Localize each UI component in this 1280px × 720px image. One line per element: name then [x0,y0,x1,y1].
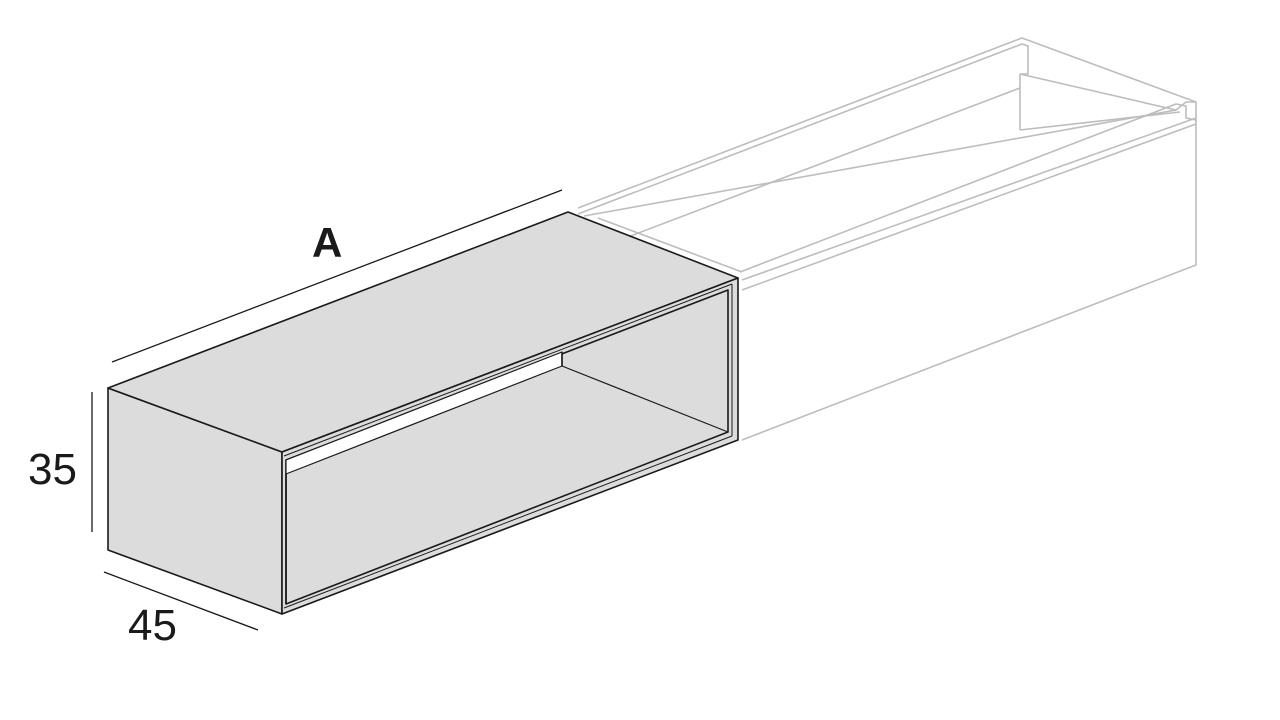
dimension-line-width [111,189,563,363]
width-label: A [312,219,342,266]
dimension-lines [91,189,563,631]
depth-label: 45 [128,601,177,650]
height-label: 35 [28,445,77,494]
adjacent-cabinet-outline [577,37,1197,441]
open-cabinet [107,211,739,615]
dimension-line-depth [103,571,259,631]
